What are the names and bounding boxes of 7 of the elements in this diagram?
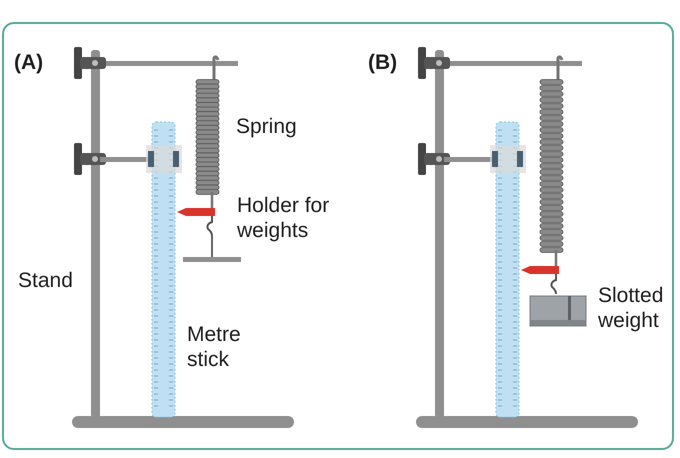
panel-label: (A) [14, 50, 44, 75]
part-label: Spring [236, 114, 298, 139]
panel-label: (B) [368, 50, 398, 75]
part-label: Stand [18, 268, 74, 293]
part-label: Holder for weights [237, 193, 330, 243]
part-label: Slotted weight [598, 283, 664, 333]
part-label: Metre stick [187, 322, 242, 372]
